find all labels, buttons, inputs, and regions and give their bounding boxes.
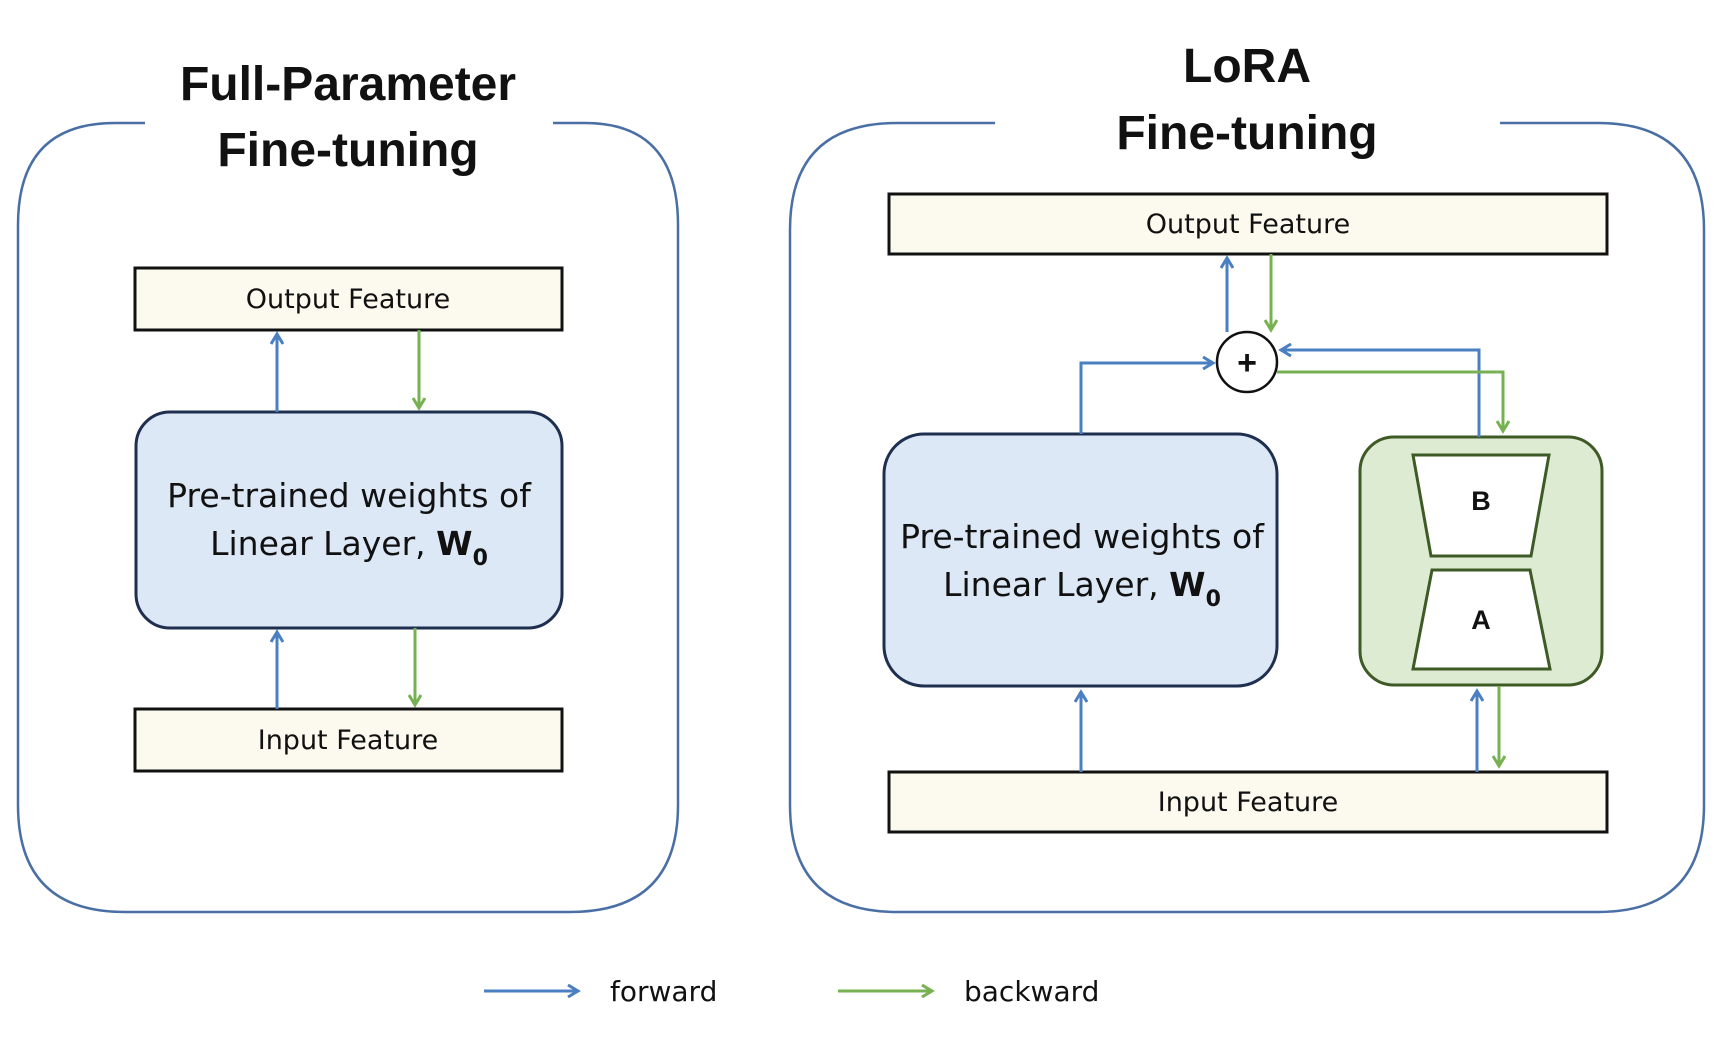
full-title-line2: Fine-tuning: [217, 124, 478, 177]
lora-forward-arrow-adapter-to-adder: [1281, 350, 1481, 437]
lora-input-feature-label: Input Feature: [1158, 787, 1339, 818]
full-output-feature-box: [133, 266, 564, 332]
full-input-feature-box: [133, 707, 564, 773]
adder-node: [1215, 330, 1279, 394]
lora-title-line2: Fine-tuning: [1116, 107, 1377, 160]
lora-weights-line1: Pre-trained weights of: [900, 517, 1265, 556]
matrix-a-trapezoid: [1411, 568, 1552, 671]
full-panel-frame: [16, 121, 680, 914]
legend: forward backward: [484, 975, 1099, 1008]
full-weights-line2: Linear Layer, W0: [210, 524, 488, 571]
lora-weights-line2: Linear Layer, W0: [943, 565, 1221, 612]
adder-plus-symbol: +: [1237, 344, 1257, 382]
matrix-a-label: A: [1471, 605, 1491, 635]
lora-output-feature-label: Output Feature: [1146, 209, 1350, 240]
matrix-b-trapezoid: [1411, 453, 1551, 558]
full-weights-box: [134, 410, 564, 630]
matrix-b-label: B: [1471, 486, 1491, 516]
lora-output-feature-box: [887, 192, 1609, 256]
lora-panel-frame: [788, 121, 1706, 914]
lora-input-feature-box: [887, 770, 1609, 834]
legend-forward-label: forward: [610, 975, 717, 1008]
lora-forward-arrow-weights-to-adder: [1079, 363, 1213, 434]
lora-title-line1: LoRA: [1183, 40, 1311, 93]
legend-backward-label: backward: [964, 975, 1099, 1008]
full-parameter-panel: Full-Parameter Fine-tuning Output Featur…: [16, 58, 680, 914]
lora-weights-box: [882, 432, 1279, 688]
full-output-feature-label: Output Feature: [246, 284, 450, 315]
lora-panel: LoRA Fine-tuning Output Feature + Pre-tr…: [788, 40, 1706, 914]
full-input-feature-label: Input Feature: [258, 725, 439, 756]
lora-backward-arrow-adder-to-adapter: [1277, 370, 1503, 431]
full-weights-line1: Pre-trained weights of: [167, 476, 532, 515]
full-title-line1: Full-Parameter: [180, 58, 516, 111]
